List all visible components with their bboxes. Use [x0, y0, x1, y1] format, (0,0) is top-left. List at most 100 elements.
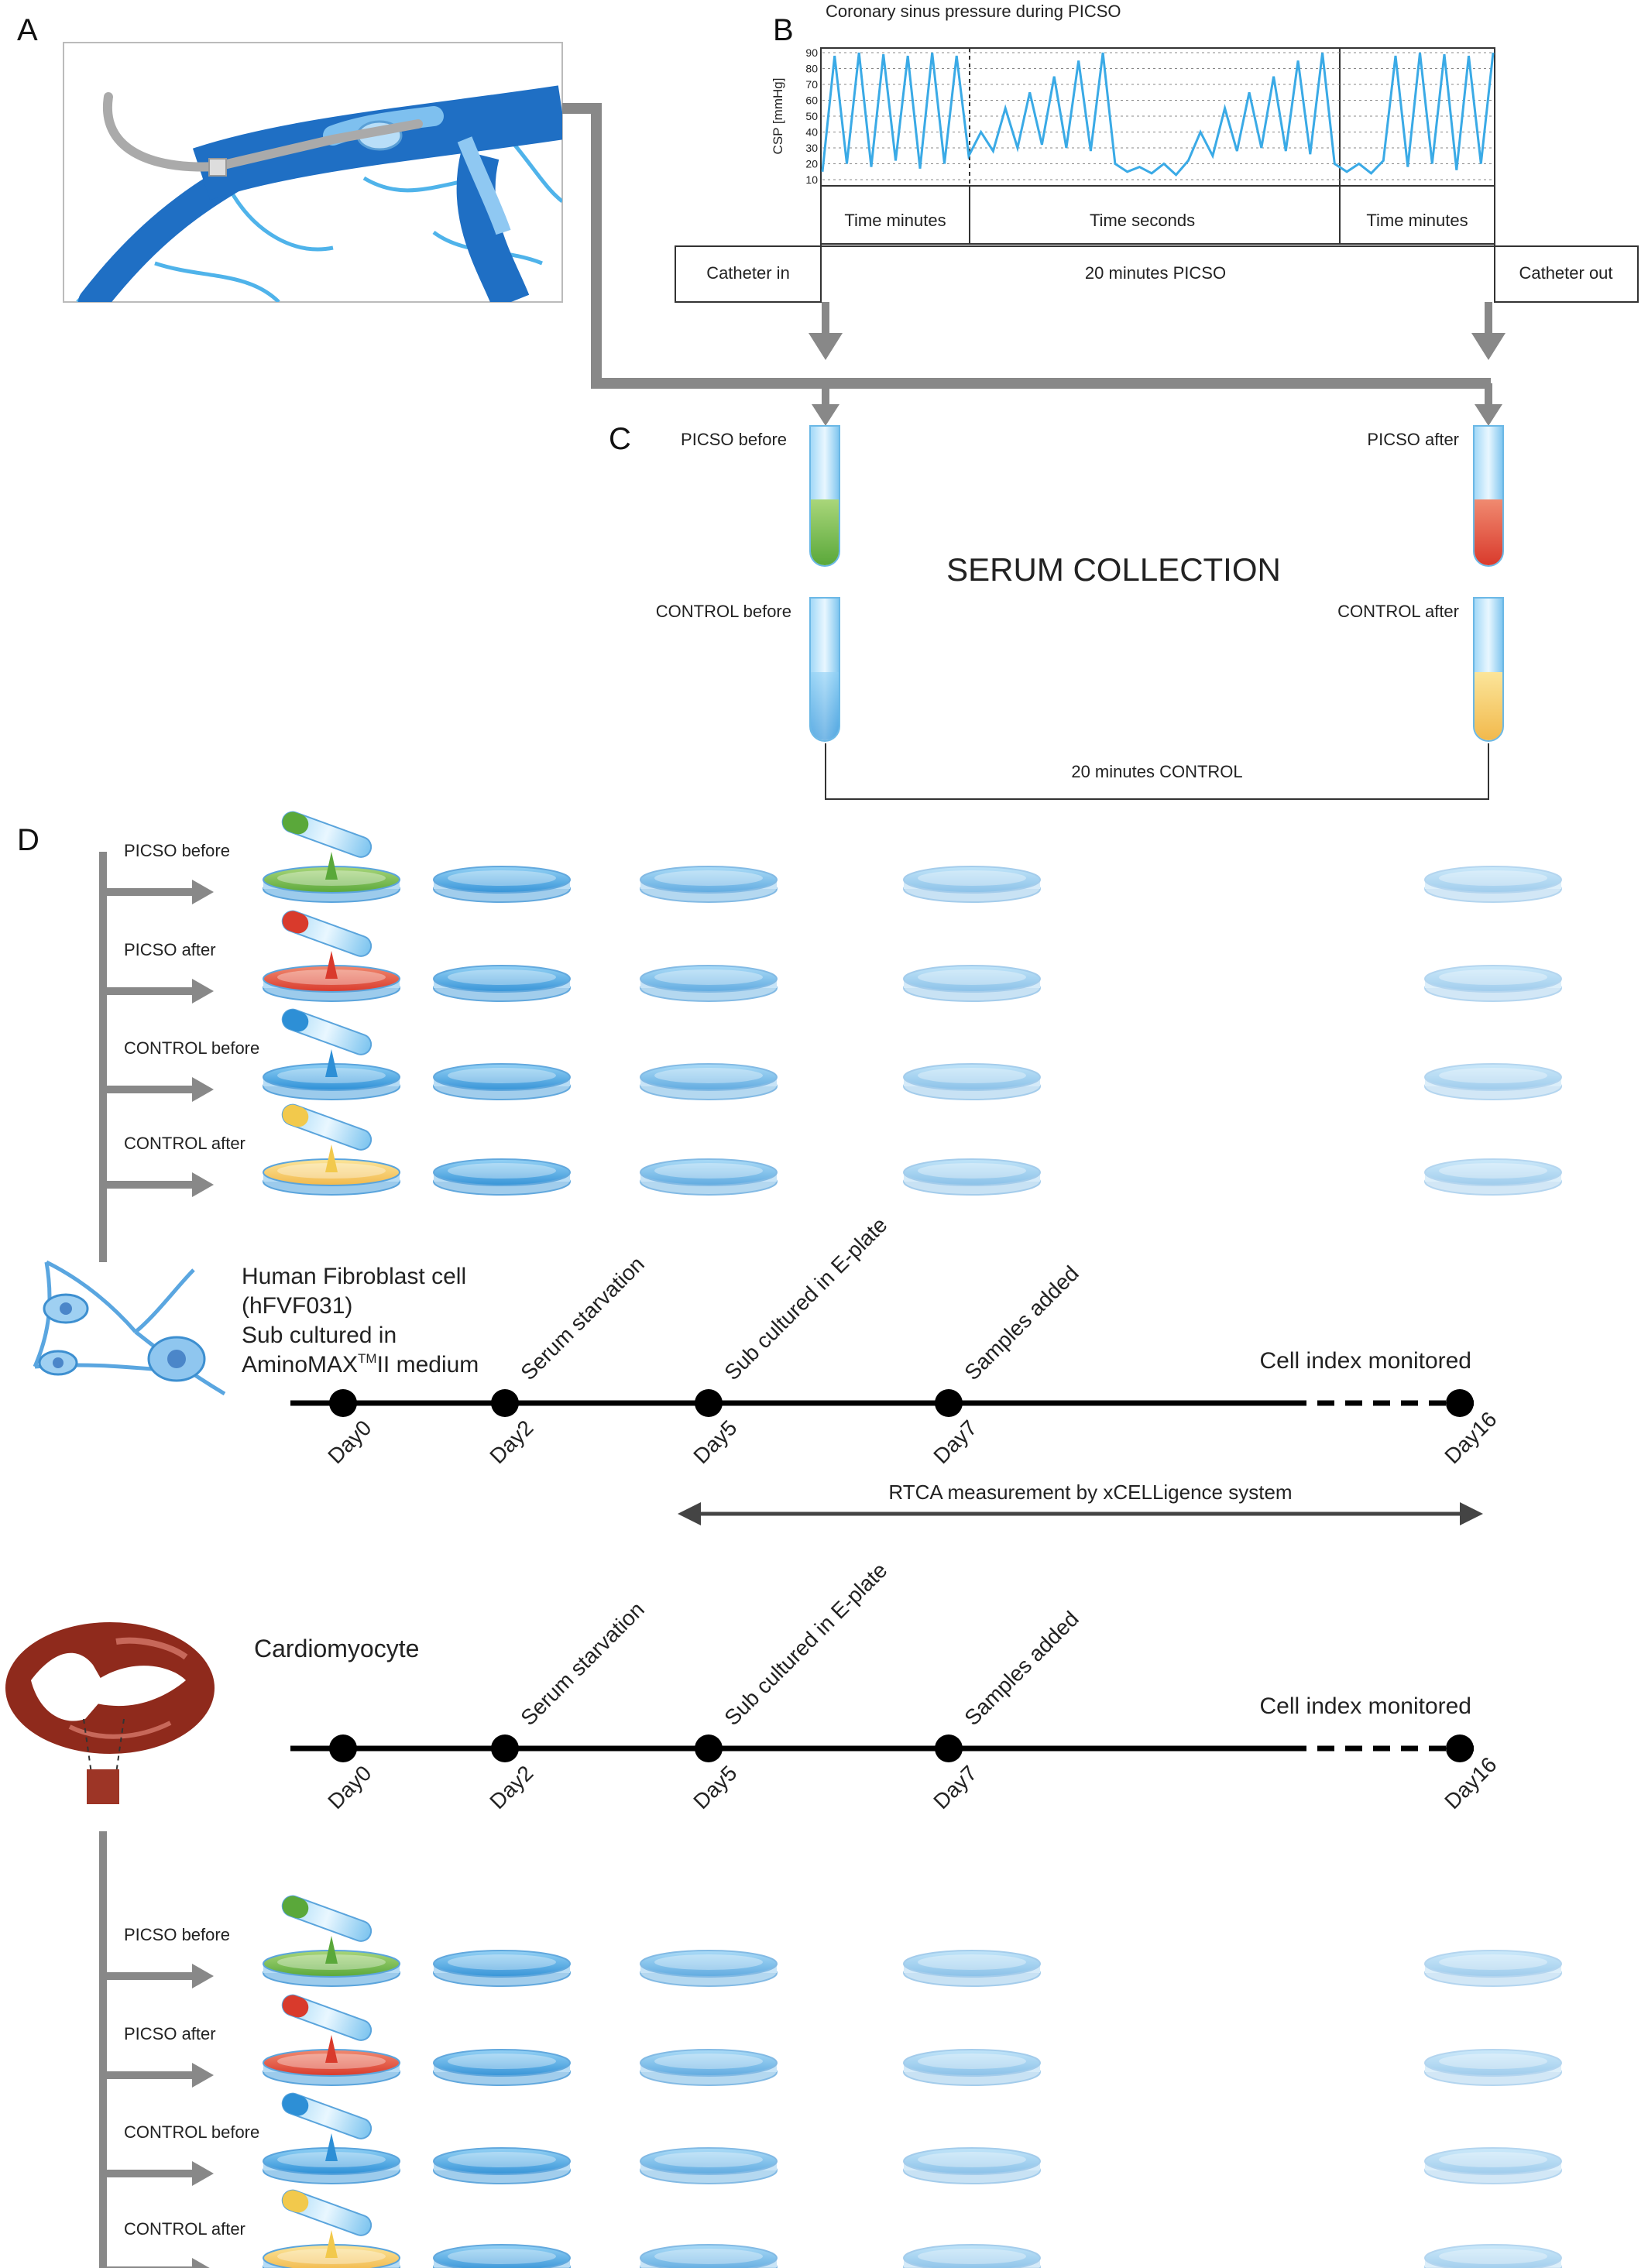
fibroblast-label-3: Sub cultured in — [242, 1323, 397, 1348]
y-tick-label: 60 — [805, 94, 818, 107]
culture-dish — [903, 965, 1041, 1002]
row-label: CONTROL after — [124, 1134, 245, 1153]
event-label: Sub cultured in E-plate — [719, 1558, 891, 1730]
culture-dish — [640, 2147, 778, 2184]
y-tick-label: 40 — [805, 126, 818, 139]
culture-dish — [1424, 866, 1562, 903]
pipette-icon — [281, 1103, 373, 1172]
fibroblast-label-4: AminoMAXTMII medium — [242, 1351, 479, 1378]
cardiomyocyte-label: Cardiomyocyte — [254, 1635, 419, 1662]
culture-dish — [1424, 2049, 1562, 2086]
y-tick-label: 20 — [805, 158, 818, 170]
event-label: Serum starvation — [516, 1252, 649, 1385]
cell-index-label: Cell index monitored — [1260, 1348, 1471, 1374]
tube-picso-after — [1473, 425, 1504, 567]
csp-series-line — [821, 52, 1495, 177]
rtca-measurement: RTCA measurement by xCELLigence system — [678, 1481, 1483, 1525]
y-tick-label: 10 — [805, 173, 818, 186]
sample-drop — [325, 1049, 338, 1077]
culture-dish — [640, 1063, 778, 1100]
y-tick-label: 30 — [805, 142, 818, 154]
day-label: Day5 — [688, 1761, 741, 1813]
y-tick-label: 70 — [805, 78, 818, 91]
sample-drop — [325, 1144, 338, 1172]
rtca-label: RTCA measurement by xCELLigence system — [888, 1481, 1292, 1504]
timepoint-marker — [1446, 1389, 1474, 1417]
timepoint-marker — [329, 1389, 357, 1417]
culture-dish — [640, 2244, 778, 2268]
phase-label-1: Time minutes — [844, 211, 946, 230]
timepoint-marker — [695, 1389, 723, 1417]
timepoint-marker — [491, 1389, 519, 1417]
fibroblast-cell-icon — [33, 1260, 226, 1396]
day-label: Day2 — [485, 1761, 537, 1813]
culture-dish — [433, 2147, 571, 2184]
timepoint-marker — [935, 1734, 963, 1762]
culture-dish — [433, 965, 571, 1002]
arrow-head — [192, 1077, 214, 1102]
sample-drop — [325, 852, 338, 880]
row-label: PICSO before — [124, 1925, 230, 1944]
serum-collection-title: SERUM COLLECTION — [946, 551, 1281, 588]
sample-drop — [325, 2230, 338, 2258]
tube-control-after — [1473, 597, 1504, 742]
day-label: Day0 — [323, 1415, 376, 1468]
culture-dish — [1424, 1063, 1562, 1100]
control-duration-label: 20 minutes CONTROL — [1071, 762, 1242, 781]
culture-dish — [903, 2244, 1041, 2268]
timepoint-marker — [1446, 1734, 1474, 1762]
day-label: Day0 — [323, 1761, 376, 1813]
y-axis-label: CSP [mmHg] — [771, 78, 785, 155]
culture-dish — [640, 1950, 778, 1987]
culture-dish — [1424, 1158, 1562, 1196]
row-label: CONTROL before — [124, 1038, 259, 1058]
panel-c-label: C — [609, 422, 631, 456]
pipette-icon — [281, 1008, 373, 1077]
tube-label-control-after: CONTROL after — [1337, 602, 1459, 621]
sample-drop — [325, 2035, 338, 2063]
day-label: Day5 — [688, 1415, 741, 1468]
pipette-icon — [281, 910, 373, 979]
timepoint-marker — [491, 1734, 519, 1762]
vessel-illustration — [63, 42, 1491, 389]
row-label: PICSO after — [124, 2024, 216, 2043]
picso-duration-label: 20 minutes PICSO — [1085, 263, 1226, 283]
tube-picso-before — [809, 425, 840, 567]
day-label: Day16 — [1440, 1752, 1501, 1813]
culture-dish — [903, 1950, 1041, 1987]
row-label: PICSO before — [124, 841, 230, 860]
row-label: CONTROL after — [124, 2219, 245, 2239]
fibroblast-label-2: (hFVF031) — [242, 1293, 352, 1319]
timepoint-marker — [935, 1389, 963, 1417]
arrow-head — [192, 880, 214, 904]
pipette-icon — [281, 1895, 373, 1964]
tube-label-picso-before: PICSO before — [681, 430, 787, 449]
timepoint-marker — [329, 1734, 357, 1762]
day-label: Day7 — [929, 1415, 981, 1468]
y-tick-label: 80 — [805, 63, 818, 75]
culture-dish — [903, 866, 1041, 903]
chart-title: Coronary sinus pressure during PICSO — [826, 2, 1121, 21]
arrow-head — [192, 2063, 214, 2088]
arrow-head — [192, 2258, 210, 2268]
tube-control-before — [809, 597, 840, 742]
arrow-head — [192, 2161, 214, 2186]
procedure-bar: Catheter in 20 minutes PICSO Catheter ou… — [675, 245, 1639, 426]
event-label: Serum starvation — [516, 1597, 649, 1731]
pipette-icon — [281, 811, 373, 880]
sample-drop — [325, 1936, 338, 1964]
pipette-icon — [281, 2189, 373, 2258]
tube-label-picso-after: PICSO after — [1367, 430, 1459, 449]
panel-a-label: A — [17, 13, 38, 47]
culture-dish — [433, 1063, 571, 1100]
panel-b-label: B — [773, 13, 794, 47]
heart-cross-section-icon — [5, 1622, 215, 1804]
culture-dish — [640, 2049, 778, 2086]
arrow-head — [192, 979, 214, 1004]
y-tick-label: 50 — [805, 110, 818, 122]
culture-dish — [433, 866, 571, 903]
